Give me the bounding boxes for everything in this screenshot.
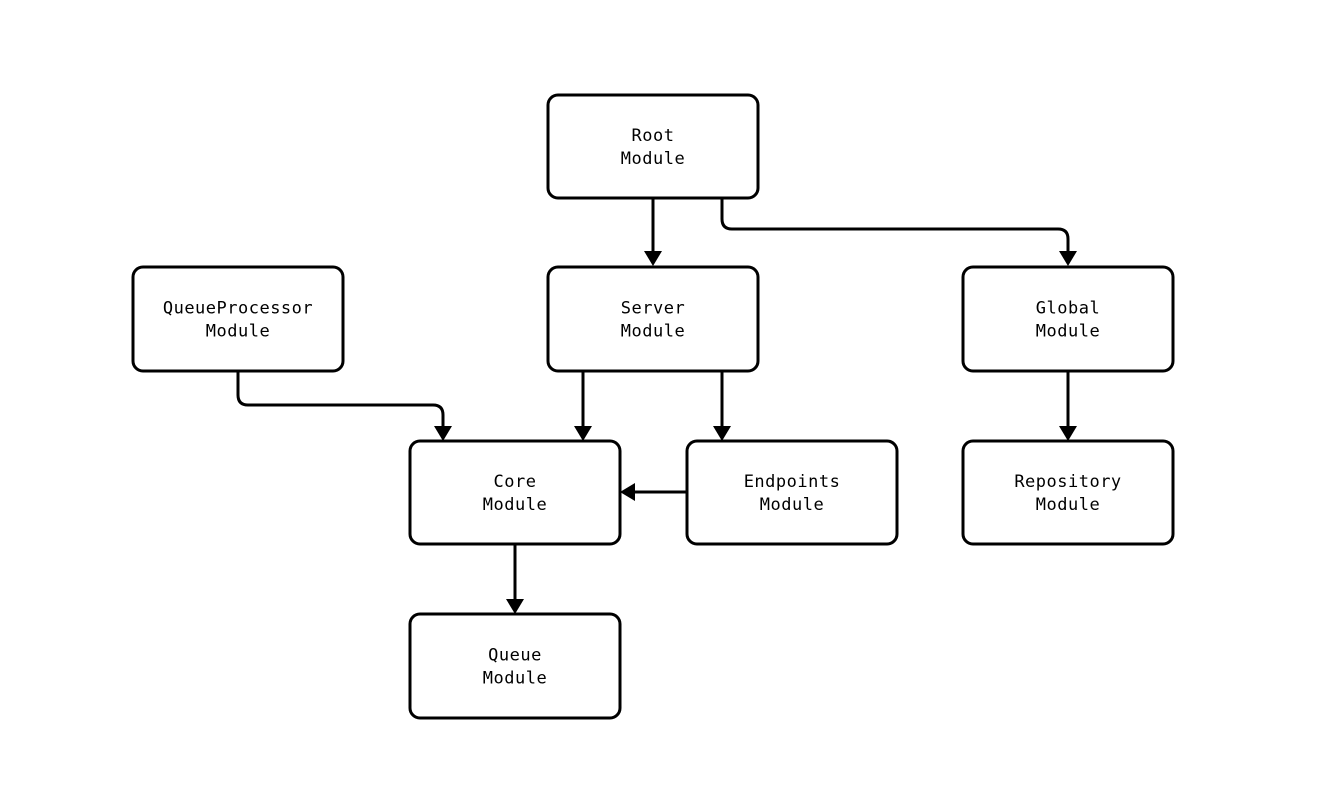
edge-root-to-server xyxy=(644,198,662,266)
node-label-line2-global: Module xyxy=(1036,321,1100,341)
edge-core-to-queue xyxy=(506,544,524,614)
node-label-line1-queue: Queue xyxy=(488,645,542,665)
edge-server-to-endpoints xyxy=(713,371,731,441)
node-box-endpoints[interactable] xyxy=(685,439,899,546)
arrow-head-queueprocessor-to-core xyxy=(434,426,452,441)
arrow-head-endpoints-to-core xyxy=(620,483,635,501)
node-label-line1-server: Server xyxy=(621,298,685,318)
node-box-queueprocessor[interactable] xyxy=(131,265,345,373)
edge-root-to-global xyxy=(720,198,1077,266)
node-label-line2-queueprocessor: Module xyxy=(206,321,270,341)
node-box-core[interactable] xyxy=(408,439,622,546)
arrow-head-server-to-endpoints xyxy=(713,426,731,441)
node-label-line1-root: Root xyxy=(632,126,675,146)
edges-layer xyxy=(236,198,1077,614)
node-label-line2-queue: Module xyxy=(483,668,547,688)
node-box-root[interactable] xyxy=(546,93,760,200)
node-label-line1-endpoints: Endpoints xyxy=(744,472,841,492)
edge-queueprocessor-to-core xyxy=(236,371,452,441)
edge-endpoints-to-core xyxy=(620,483,687,501)
edge-line-root-to-global xyxy=(720,198,1070,252)
node-label-line2-repository: Module xyxy=(1036,495,1100,515)
node-label-line1-queueprocessor: QueueProcessor xyxy=(163,298,313,318)
node-box-queue[interactable] xyxy=(408,612,622,720)
node-label-line2-server: Module xyxy=(621,321,685,341)
arrow-head-core-to-queue xyxy=(506,599,524,614)
edge-line-queueprocessor-to-core xyxy=(236,371,445,427)
arrow-head-server-to-core xyxy=(574,426,592,441)
edge-global-to-repository xyxy=(1059,371,1077,441)
edge-server-to-core xyxy=(574,371,592,441)
arrow-head-global-to-repository xyxy=(1059,426,1077,441)
node-label-line2-root: Module xyxy=(621,149,685,169)
node-label-line1-core: Core xyxy=(494,472,537,492)
arrow-head-root-to-global xyxy=(1059,251,1077,266)
node-label-line1-global: Global xyxy=(1036,298,1100,318)
node-box-global[interactable] xyxy=(961,265,1175,373)
node-label-line2-endpoints: Module xyxy=(760,495,824,515)
node-box-repository[interactable] xyxy=(961,439,1175,546)
node-box-server[interactable] xyxy=(546,265,760,373)
node-label-line1-repository: Repository xyxy=(1014,472,1121,492)
arrow-head-root-to-server xyxy=(644,251,662,266)
node-label-line2-core: Module xyxy=(483,495,547,515)
